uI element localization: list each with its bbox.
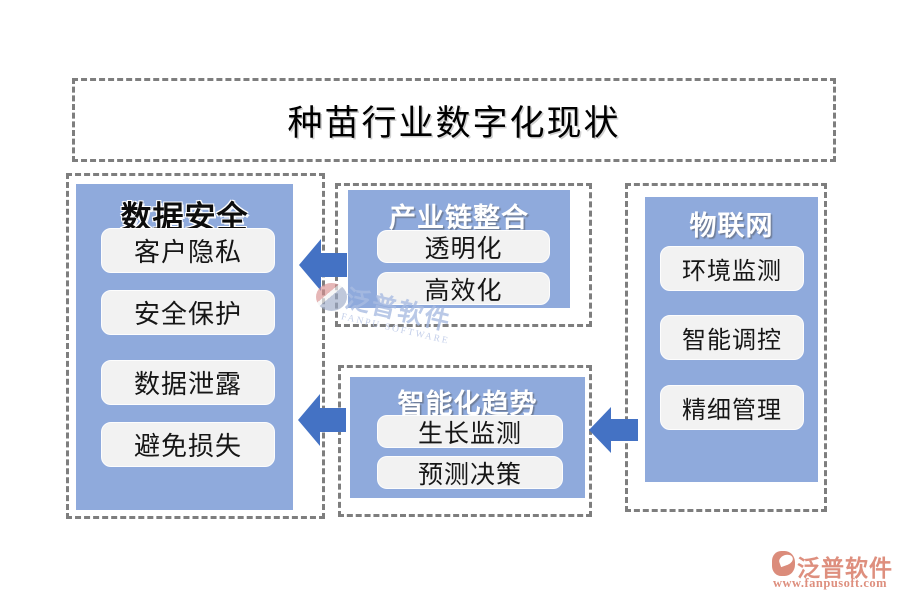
group-iot-border <box>625 183 827 512</box>
item-environment-monitoring: 环境监测 <box>660 246 804 291</box>
item-growth-monitoring: 生长监测 <box>377 415 563 448</box>
fanpu-logo-icon <box>772 551 795 576</box>
footer-brand-url: www.fanpusoft.com <box>773 576 888 590</box>
arrow-chain-to-security-icon <box>299 239 347 291</box>
arrow-trend-to-security-icon <box>298 394 346 446</box>
group-industry-chain-title: 产业链整合 <box>389 203 529 233</box>
item-intelligent-control: 智能调控 <box>660 315 804 360</box>
group-intelligent-trend-title: 智能化趋势 <box>397 389 538 419</box>
item-transparency: 透明化 <box>377 230 550 263</box>
item-security-protection: 安全保护 <box>101 290 275 335</box>
group-data-security-border <box>66 173 325 519</box>
item-customer-privacy: 客户隐私 <box>101 228 275 273</box>
arrow-iot-to-trend-icon <box>589 407 638 453</box>
item-efficiency: 高效化 <box>377 272 550 305</box>
footer-brand-name: 泛普软件 <box>797 556 893 581</box>
group-iot-title: 物联网 <box>689 211 774 241</box>
item-data-leak: 数据泄露 <box>101 360 275 405</box>
item-predictive-decision: 预测决策 <box>377 456 563 489</box>
item-fine-management: 精细管理 <box>660 385 804 430</box>
diagram-title: 种苗行业数字化现状 <box>72 78 836 162</box>
item-avoid-loss: 避免损失 <box>101 422 275 467</box>
